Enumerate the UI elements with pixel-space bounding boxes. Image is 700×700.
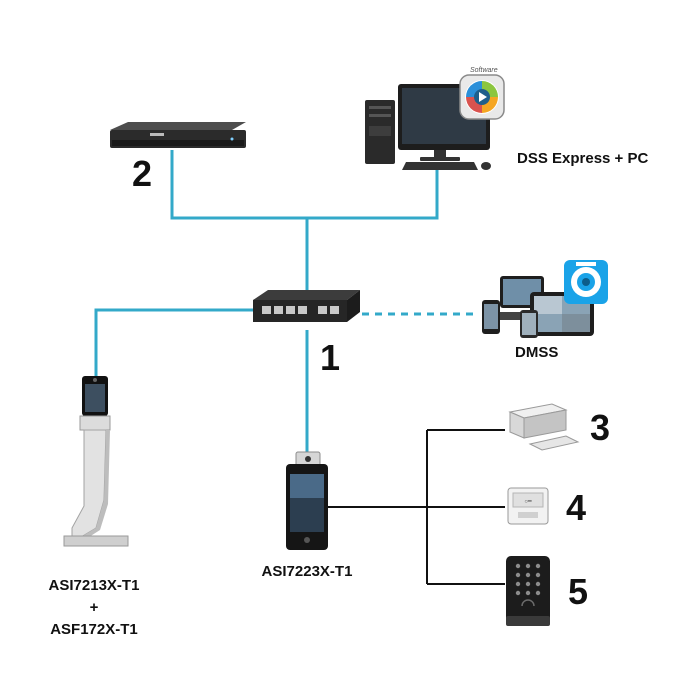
nvr-link — [170, 150, 439, 220]
nvr-number: 2 — [132, 153, 152, 194]
kiosk-label-line2: ASF172X-T1 — [50, 621, 138, 638]
card-reader-icon — [506, 556, 550, 626]
kiosk-label-plus: + — [90, 599, 99, 616]
terminal-label: ASI7223X-T1 — [262, 563, 353, 580]
card-reader-number: 5 — [568, 571, 588, 612]
face-kiosk-icon — [63, 376, 129, 547]
exit-button-number: 4 — [566, 487, 586, 528]
switch-number: 1 — [320, 337, 340, 378]
exit-button-icon: ○━ — [507, 487, 549, 525]
software-badge: Software — [470, 67, 498, 74]
magnetic-lock-icon — [508, 403, 580, 451]
accessory-wiring — [327, 429, 505, 585]
nvr-icon — [110, 122, 246, 148]
kiosk-link — [94, 308, 255, 376]
svg-text:○━: ○━ — [524, 499, 532, 505]
dss-software-icon — [459, 74, 505, 120]
dmss-app-icon — [564, 260, 608, 304]
kiosk-label-line1: ASI7213X-T1 — [49, 577, 140, 594]
pc-label: DSS Express + PC — [517, 150, 648, 167]
lock-number: 3 — [590, 407, 610, 448]
poe-switch-icon — [253, 290, 360, 322]
dmss-label: DMSS — [515, 344, 558, 361]
face-terminal-icon — [286, 451, 328, 550]
network-connections — [94, 150, 478, 452]
